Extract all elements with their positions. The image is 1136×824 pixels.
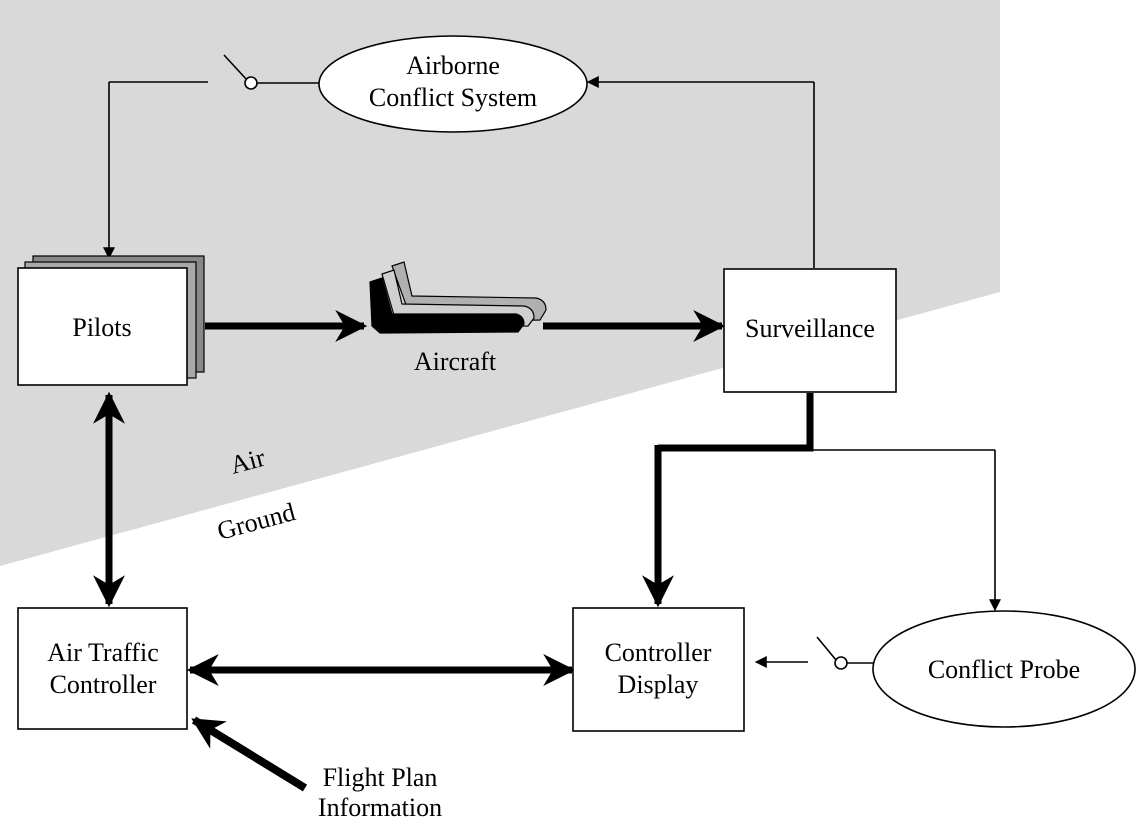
aircraft-label: Aircraft — [414, 347, 497, 376]
acs-to-pilots-link — [103, 81, 208, 260]
surveillance-to-probe-link — [812, 449, 1001, 612]
air-region — [0, 0, 1000, 566]
pilots-label: Pilots — [72, 313, 131, 342]
ground-label: Ground — [214, 497, 298, 546]
probe-switch-icon — [816, 636, 873, 670]
conflict-probe-node: Conflict Probe — [872, 610, 1136, 728]
atc-label-line1: Air Traffic — [47, 638, 158, 667]
airborne-conflict-system-node: Airborne Conflict System — [318, 35, 588, 133]
acs-label-line1: Airborne — [406, 51, 500, 80]
controller-display-node: Controller Display — [572, 607, 745, 732]
atc-label-line2: Controller — [50, 670, 157, 699]
flight-plan-label-line1: Flight Plan — [323, 763, 438, 792]
display-label-line1: Controller — [605, 638, 712, 667]
surveillance-node: Surveillance — [723, 268, 897, 393]
surveillance-label: Surveillance — [745, 314, 875, 343]
flight-plan-arrow — [191, 716, 308, 792]
surveillance-to-acs-link — [586, 76, 815, 268]
conflict-probe-label: Conflict Probe — [928, 655, 1080, 684]
acs-label-line2: Conflict System — [369, 83, 537, 112]
display-label-line2: Display — [618, 670, 699, 699]
flight-plan-label-line2: Information — [318, 793, 442, 822]
surveillance-to-display-link — [642, 393, 814, 608]
pilots-node: Pilots — [17, 255, 205, 386]
acs-switch-icon — [223, 54, 319, 90]
atc-node: Air Traffic Controller — [17, 607, 188, 730]
aircraft-icon — [369, 261, 547, 334]
